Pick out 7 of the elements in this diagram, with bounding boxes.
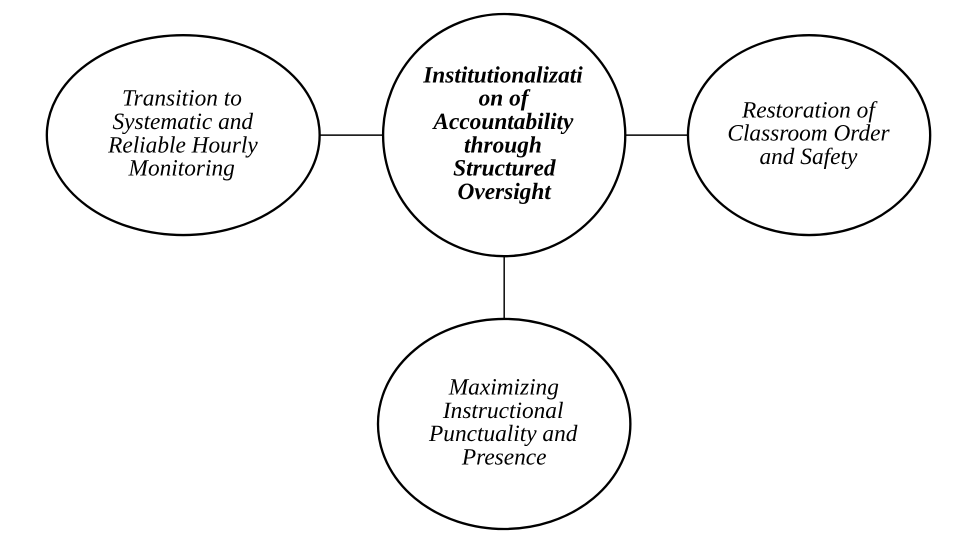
connector: [625, 134, 687, 136]
node-ellipse: Restoration of Classroom Order and Safety: [686, 34, 931, 236]
node-ellipse: Transition to Systematic and Reliable Hourly Monitoring: [45, 34, 320, 236]
node-circle: Institutionalizati on of Accountability through Structured Oversight: [381, 12, 626, 258]
node-ellipse: Maximizing Instructional Punctuality and Presence: [376, 318, 632, 530]
connector: [502, 256, 504, 319]
connector: [319, 134, 382, 136]
